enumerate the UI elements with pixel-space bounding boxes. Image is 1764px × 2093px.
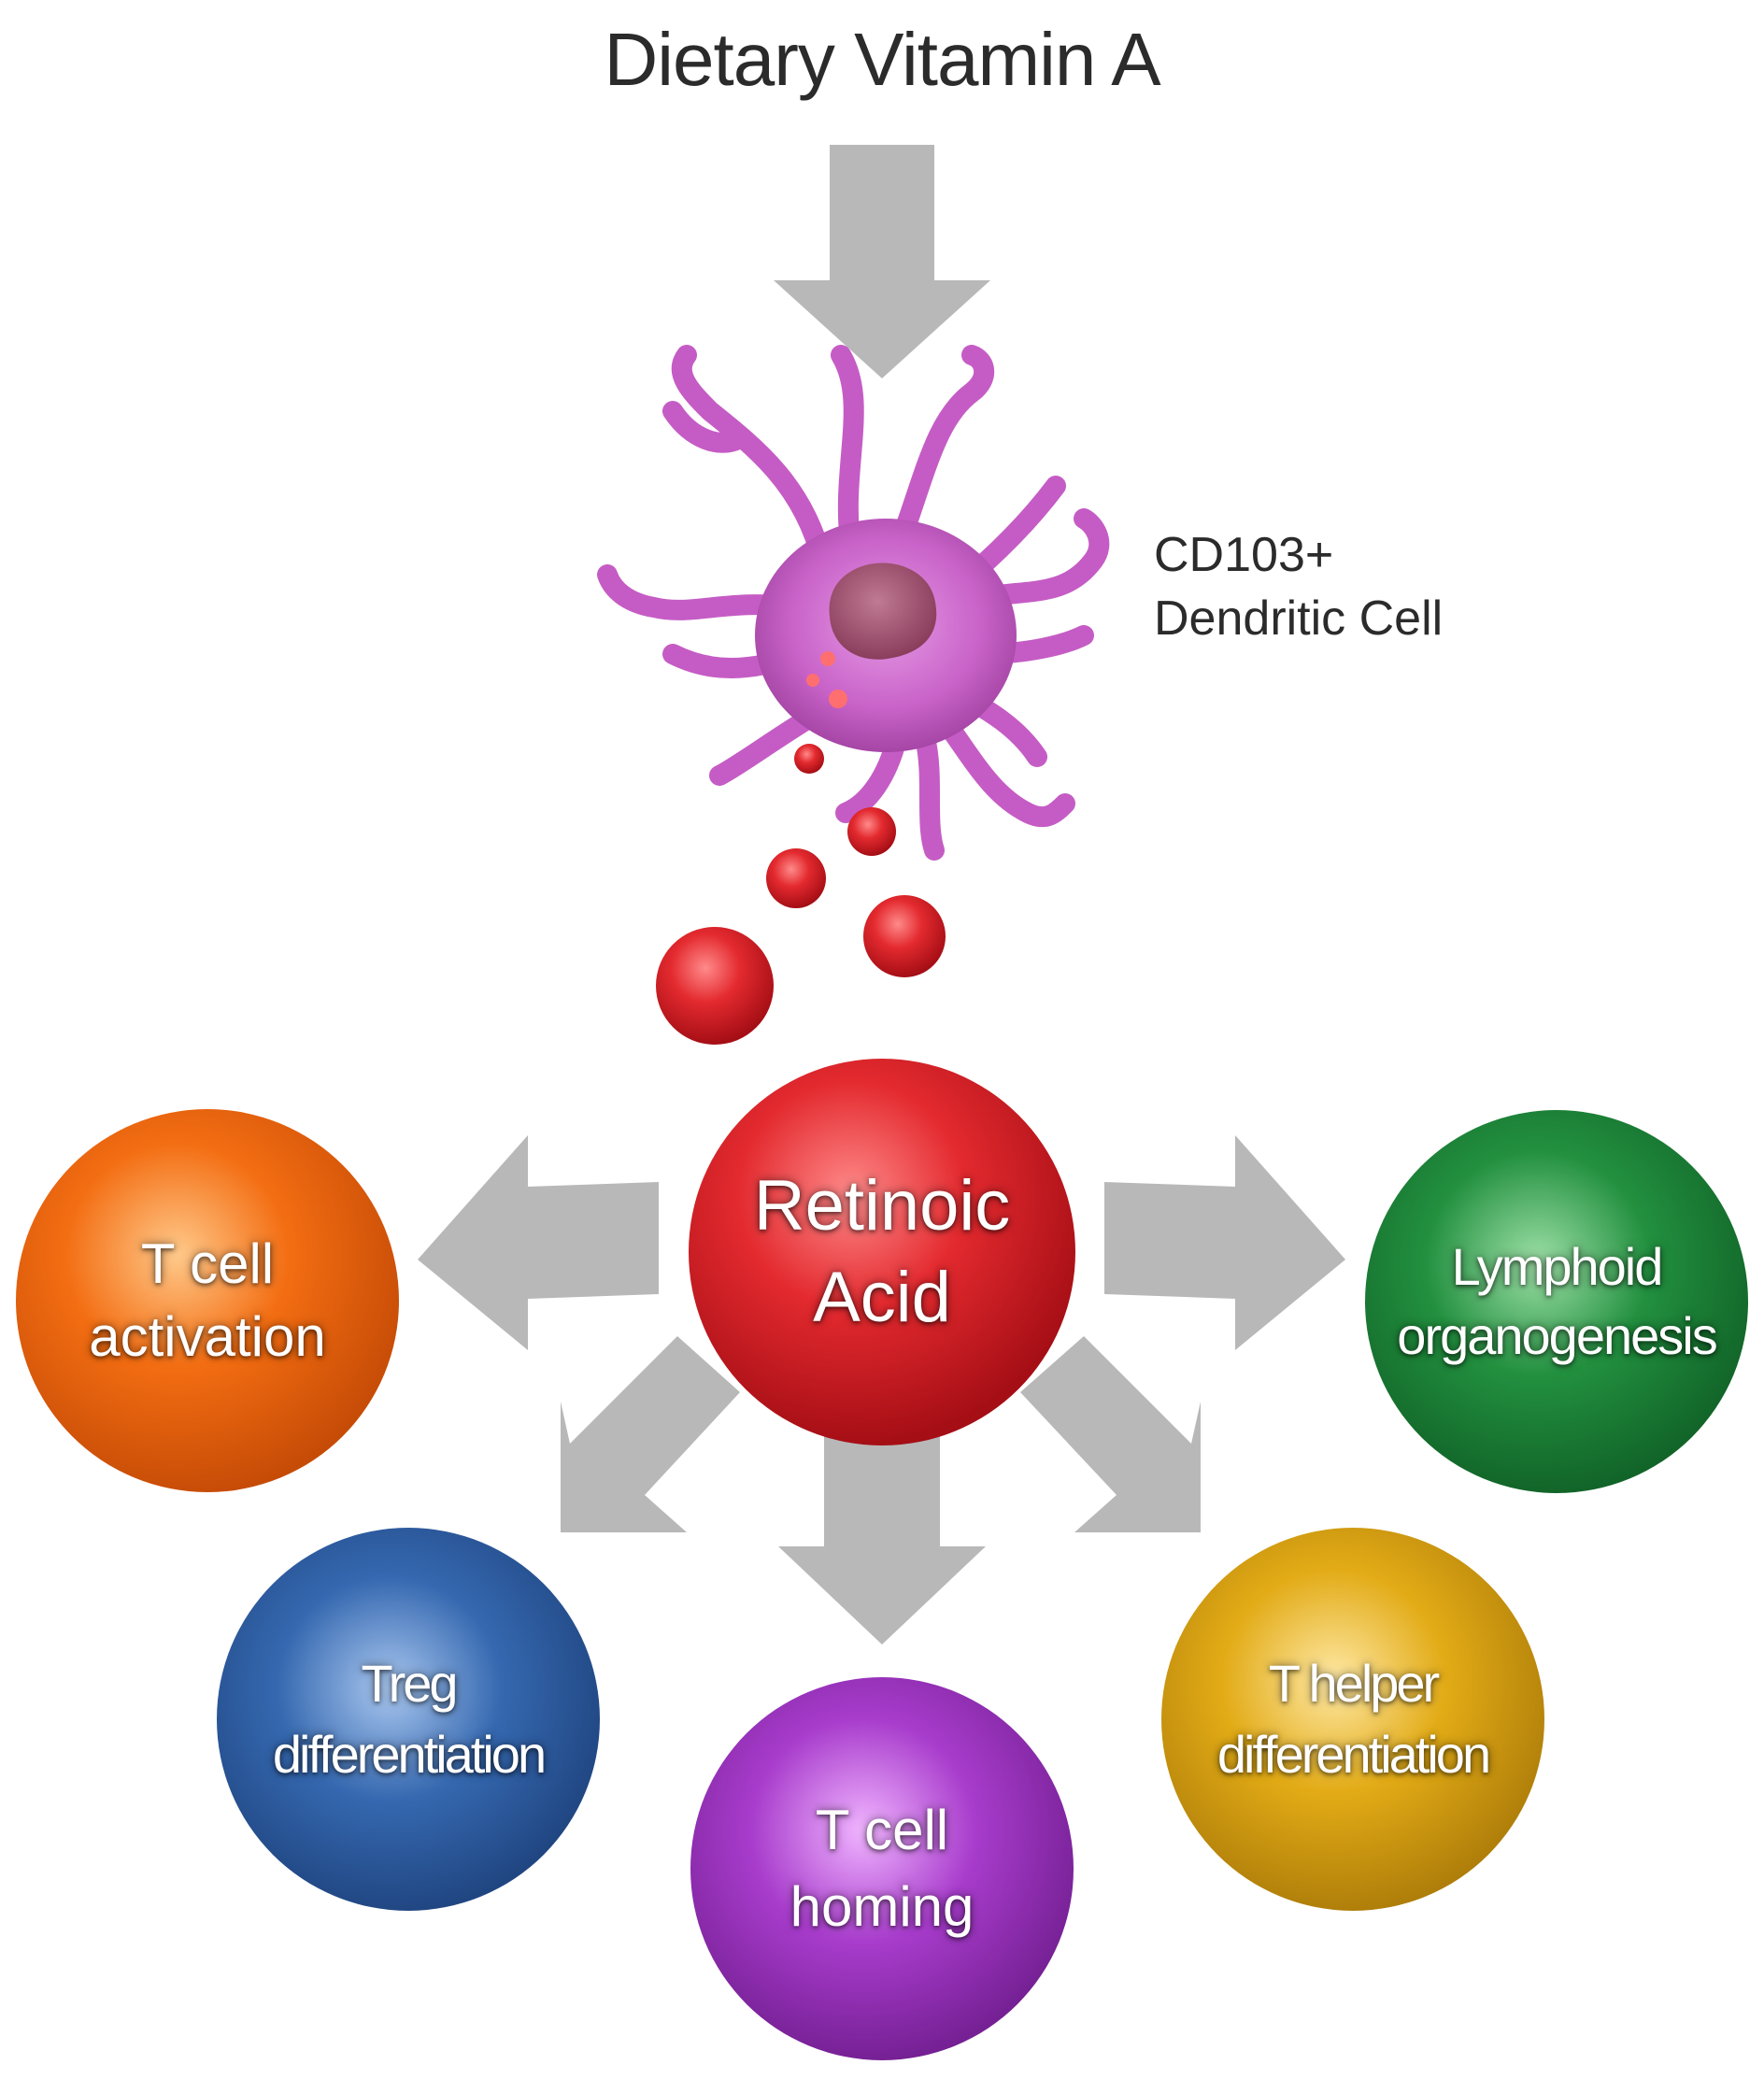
treg-differentiation-bubble: [217, 1528, 600, 1911]
cell-label-line1: CD103+: [1154, 528, 1334, 582]
arrow-to-t-cell-activation: [418, 1135, 659, 1350]
outcome-arrows: [418, 1135, 1345, 1644]
lymphoid-organogenesis-bubble: [1365, 1110, 1748, 1493]
cell-label-line2: Dendritic Cell: [1154, 591, 1444, 646]
arrow-to-t-cell-homing: [778, 1430, 986, 1644]
vitamin-a-arrow: [774, 145, 990, 378]
t-helper-differentiation-bubble: [1161, 1528, 1544, 1911]
arrow-to-treg-differentiation: [561, 1336, 740, 1532]
dendritic-cell-label: CD103+ Dendritic Cell: [1154, 523, 1443, 650]
dendritic-cell-icon: [597, 345, 1110, 861]
t-cell-homing-bubble: [690, 1677, 1074, 2060]
retinoic-acid-droplets: [656, 744, 946, 1045]
arrow-to-lymphoid-organogenesis: [1104, 1135, 1345, 1350]
arrow-to-t-helper-differentiation: [1020, 1336, 1201, 1532]
t-cell-activation-bubble: [16, 1109, 399, 1492]
diagram-title: Dietary Vitamin A: [604, 18, 1160, 101]
retinoic-acid-bubble: [689, 1059, 1075, 1445]
